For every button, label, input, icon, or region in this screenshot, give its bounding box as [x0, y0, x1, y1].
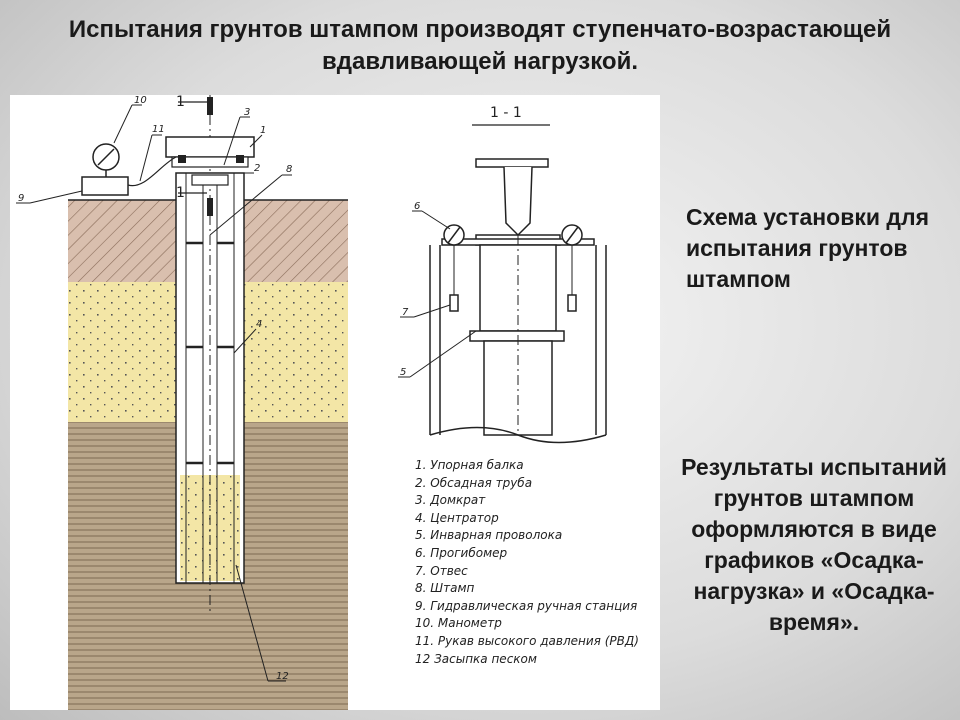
centrators — [186, 241, 234, 465]
diagram-svg: 1 1 10 11 9 3 1 2 8 4 12 1 - 1 — [16, 95, 607, 710]
callout-10: 10 — [134, 95, 147, 106]
callout-3: 3 — [244, 107, 250, 118]
jack — [191, 174, 229, 186]
scheme-caption: Схема установки для испытания грунтов шт… — [686, 204, 930, 292]
callout-4: 4 — [256, 319, 262, 330]
callout-9: 9 — [18, 193, 24, 204]
legend-item: 12 Засыпка песком — [415, 651, 537, 666]
legend-item: 9. Гидравлическая ручная станция — [415, 598, 638, 613]
callout-7: 7 — [402, 307, 409, 318]
callout-5: 5 — [400, 367, 406, 378]
section-label: 1 - 1 — [490, 105, 522, 121]
legend-item: 5. Инварная проволока — [415, 528, 563, 543]
callout-11: 11 — [152, 124, 165, 135]
installation-diagram: 1 1 10 11 9 3 1 2 8 4 12 1 - 1 — [10, 95, 660, 710]
legend-item: 6. Прогибомер — [415, 545, 508, 560]
legend-item: 10. Манометр — [415, 616, 502, 631]
legend-item: 4. Центратор — [415, 510, 499, 525]
callout-2: 2 — [254, 163, 260, 174]
legend-item: 2. Обсадная труба — [415, 475, 533, 490]
cut-mark-bottom: 1 — [176, 185, 185, 201]
callout-1: 1 — [260, 125, 266, 136]
legend-item: 1. Упорная балка — [415, 458, 524, 472]
legend-item: 7. Отвес — [415, 563, 468, 578]
callout-6: 6 — [414, 201, 420, 212]
reaction-beam — [165, 136, 255, 158]
legend-item: 11. Рукав высокого давления (РВД) — [415, 633, 639, 648]
hose — [127, 156, 177, 187]
slide-title: Испытания грунтов штампом производят сту… — [68, 16, 892, 75]
legend-item: 3. Домкрат — [415, 493, 486, 508]
results-text: Результаты испытаний грунтов штампом офо… — [681, 454, 947, 635]
pump-station — [81, 176, 129, 196]
legend-item: 8. Штамп — [415, 581, 475, 596]
cut-mark-top: 1 — [176, 95, 185, 110]
callout-8: 8 — [286, 164, 292, 175]
section-drawing — [429, 158, 607, 444]
legend-list: 1. Упорная балка 2. Обсадная труба 3. До… — [415, 457, 660, 668]
callout-12: 12 — [276, 671, 289, 682]
